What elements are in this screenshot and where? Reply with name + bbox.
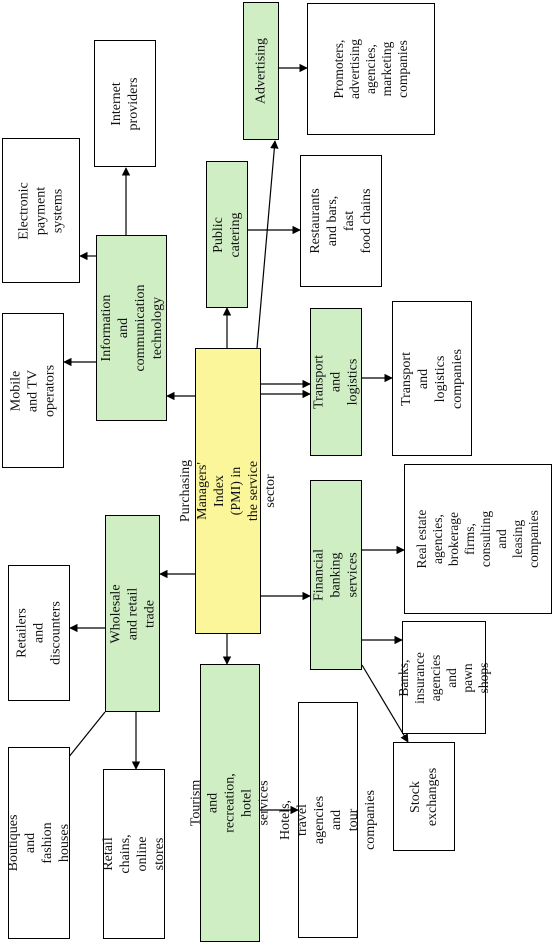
- internet-providers-box: Internet providers: [94, 40, 156, 167]
- stock-exchanges-label: Stock exchanges: [408, 767, 440, 826]
- hotels-label: Hotels, travel agencies and tour compani…: [278, 790, 378, 850]
- banks-box: Banks, insurance agencies and pawn shops: [396, 621, 491, 734]
- advertising-label: Advertising: [253, 37, 269, 105]
- promoters-label: Promoters, advertising agencies, marketi…: [331, 39, 410, 99]
- wholesale-label: Wholesale and retail trade: [108, 583, 157, 644]
- transport-companies-box: Transport and logistics companies: [392, 301, 472, 456]
- pmi-center-label: Purchasing Managers' Index (PMI) in the …: [178, 459, 278, 523]
- mobile-tv-box: Mobile and TV operators: [2, 313, 64, 468]
- hotels-box: Hotels, travel agencies and tour compani…: [278, 702, 378, 938]
- mobile-tv-label: Mobile and TV operators: [8, 364, 58, 417]
- tourism-box: Tourism and recreation, hotel services: [189, 664, 272, 942]
- retailers-label: Retailers and discounters: [14, 601, 64, 665]
- ict-box: Information and communication technology: [96, 235, 167, 421]
- boutiques-box: Boutiques and fashion houses: [6, 747, 72, 939]
- retail-chains-label: Retail chains, online stores: [101, 834, 167, 874]
- boutiques-label: Boutiques and fashion houses: [6, 814, 72, 872]
- center-to-advertising-arrow: [256, 140, 279, 349]
- electronic-payment-box: Electronic payment systems: [2, 138, 80, 283]
- catering-label: Public catering: [211, 211, 243, 258]
- restaurants-box: Restaurants and bars, fast food chains: [300, 155, 382, 287]
- stock-exchanges-box: Stock exchanges: [393, 742, 455, 851]
- wholesale-box: Wholesale and retail trade: [105, 515, 160, 712]
- financial-box: Financial banking services: [310, 480, 362, 670]
- financial-to-stock-arrow: [361, 664, 409, 743]
- advertising-box: Advertising: [243, 2, 279, 140]
- retail-chains-box: Retail chains, online stores: [101, 769, 167, 939]
- transport-label: Transport and logistics: [311, 355, 361, 409]
- catering-box: Public catering: [206, 161, 248, 308]
- promoters-box: Promoters, advertising agencies, marketi…: [307, 3, 435, 135]
- pmi-center-box: Purchasing Managers' Index (PMI) in the …: [178, 348, 278, 634]
- retailers-box: Retailers and discounters: [8, 565, 70, 701]
- real-estate-label: Real estate agencies, brokerage firms, c…: [414, 509, 541, 569]
- financial-label: Financial banking services: [311, 548, 361, 602]
- electronic-payment-label: Electronic payment systems: [16, 181, 66, 240]
- internet-providers-label: Internet providers: [109, 77, 141, 130]
- real-estate-box: Real estate agencies, brokerage firms, c…: [404, 464, 552, 614]
- ict-label: Information and communication technology: [98, 284, 165, 372]
- restaurants-label: Restaurants and bars, fast food chains: [308, 188, 374, 254]
- banks-label: Banks, insurance agencies and pawn shops: [396, 651, 491, 704]
- tourism-label: Tourism and recreation, hotel services: [188, 773, 272, 833]
- transport-companies-label: Transport and logistics companies: [399, 348, 465, 409]
- transport-box: Transport and logistics: [310, 308, 362, 456]
